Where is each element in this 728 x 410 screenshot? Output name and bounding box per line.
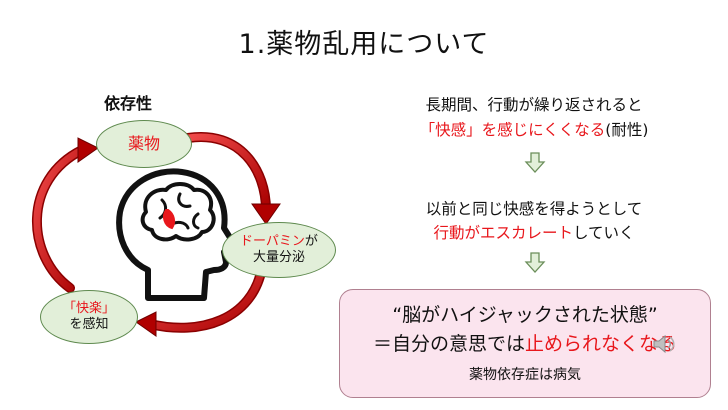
explanation-line3: 以前と同じ快感を得ようとして <box>425 200 643 218</box>
cannot-stop-line: ＝自分の意思では止められなくなる <box>340 329 710 356</box>
arrow-pleasure-to-drug <box>31 137 99 293</box>
speaker-icon[interactable] <box>652 334 676 354</box>
node-pleasure: 「快楽」 を感知 <box>40 290 138 344</box>
explanation-line1: 長期間、行動が繰り返されると <box>425 96 643 114</box>
explanation-line4: 行動がエスカレートしていく <box>340 221 728 243</box>
arrow-drug-to-dopamine <box>183 131 281 225</box>
tolerance-label: (耐性) <box>605 121 649 139</box>
dopamine-highlight: ドーパミン <box>240 233 305 249</box>
tolerance-highlight: 「快感」を感じにくくなる <box>419 121 606 139</box>
dependency-heading: 依存性 <box>104 94 153 113</box>
pleasure-highlight: 「快楽」 <box>62 300 115 316</box>
cannot-stop-prefix: ＝自分の意思では <box>372 333 525 355</box>
node-drug: 薬物 <box>96 120 192 168</box>
escalation-highlight: 行動がエスカレート <box>433 224 573 242</box>
escalation-suffix: していく <box>572 224 635 242</box>
down-arrow-icon <box>524 252 546 273</box>
conclusion-box: “脳がハイジャックされた状態” ＝自分の意思では止められなくなる 薬物依存症は病… <box>339 289 711 398</box>
node-dopamine-line2: 大量分泌 <box>252 250 305 265</box>
explanation-line2: 「快感」を感じにくくなる(耐性) <box>340 118 728 140</box>
down-arrow-icon <box>524 152 546 173</box>
slide-title: 1.薬物乱用について <box>238 29 490 60</box>
node-drug-label: 薬物 <box>127 134 160 153</box>
cannot-stop-highlight: 止められなくなる <box>525 333 678 355</box>
node-pleasure-line2: を感知 <box>69 317 109 332</box>
disease-note: 薬物依存症は病気 <box>469 367 581 383</box>
head-brain-icon <box>116 168 238 301</box>
hijack-quote: “脳がハイジャックされた状態” <box>392 304 658 326</box>
dopamine-suffix: が <box>304 233 318 249</box>
node-dopamine-line1: ドーパミンが <box>240 234 318 250</box>
arrow-dopamine-to-pleasure <box>135 263 267 337</box>
node-dopamine: ドーパミンが 大量分泌 <box>222 222 336 278</box>
